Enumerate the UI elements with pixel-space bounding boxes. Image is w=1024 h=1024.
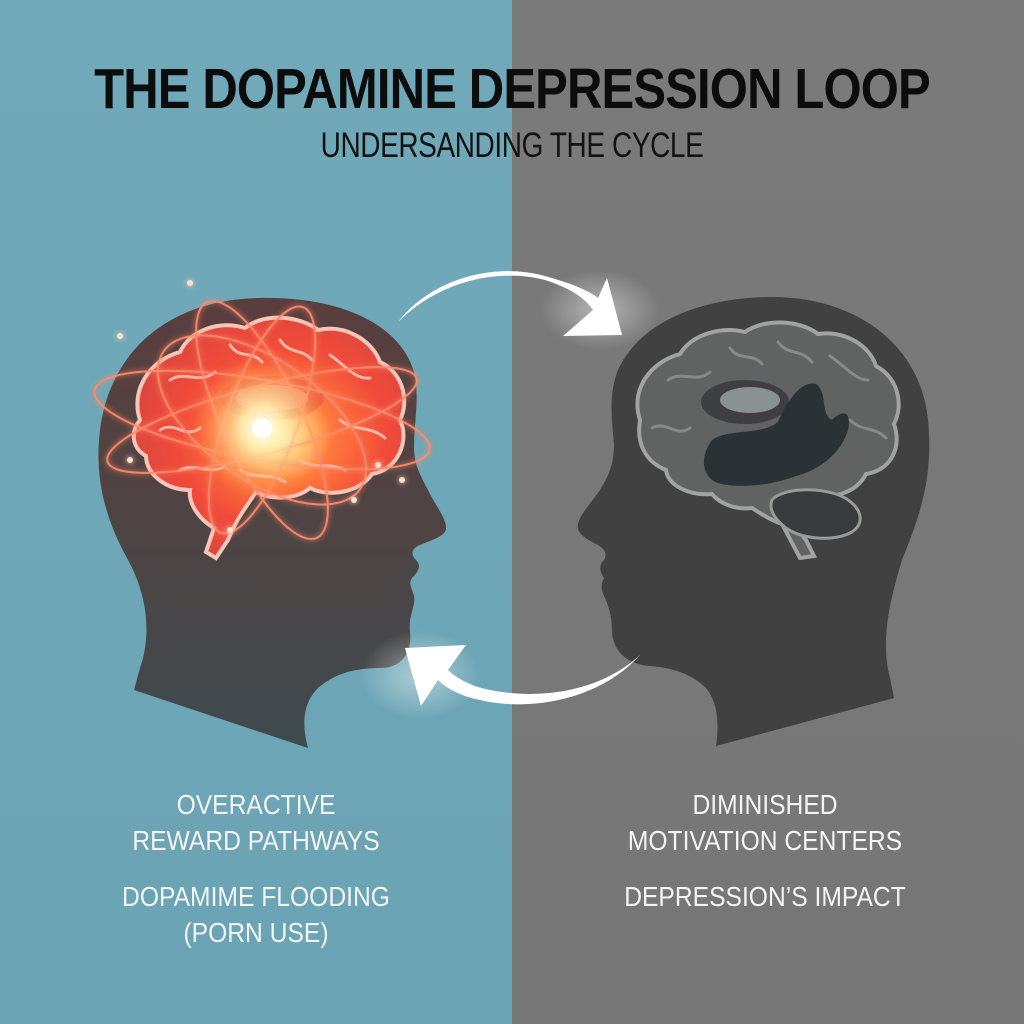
page-title: THE DOPAMINE DEPRESSION LOOP (94, 57, 931, 121)
left-caption-secondary-line-2: (PORN USE) (183, 917, 329, 948)
curved-arrow-right-icon (398, 270, 660, 350)
curved-arrow-left-icon (360, 630, 640, 720)
left-caption-primary-line-1: OVERACTIVE (176, 789, 336, 820)
right-caption-secondary-line-1: DEPRESSION’S IMPACT (624, 881, 906, 912)
glowing-brain-icon (93, 280, 431, 561)
right-caption-primary: DIMINISHED MOTIVATION CENTERS (624, 787, 906, 859)
left-caption-primary-line-2: REWARD PATHWAYS (132, 825, 380, 856)
right-caption-primary-line-1: DIMINISHED (692, 789, 838, 820)
dim-brain-icon (635, 320, 901, 561)
left-caption-secondary-line-1: DOPAMIME FLOODING (122, 881, 390, 912)
left-caption-primary: OVERACTIVE REWARD PATHWAYS (115, 787, 397, 859)
page-subtitle: UNDERSANDING THE CYCLE (320, 126, 704, 165)
right-caption-primary-line-2: MOTIVATION CENTERS (627, 825, 903, 856)
left-caption-secondary: DOPAMIME FLOODING (PORN USE) (115, 879, 397, 951)
right-caption-secondary: DEPRESSION’S IMPACT (624, 879, 906, 915)
